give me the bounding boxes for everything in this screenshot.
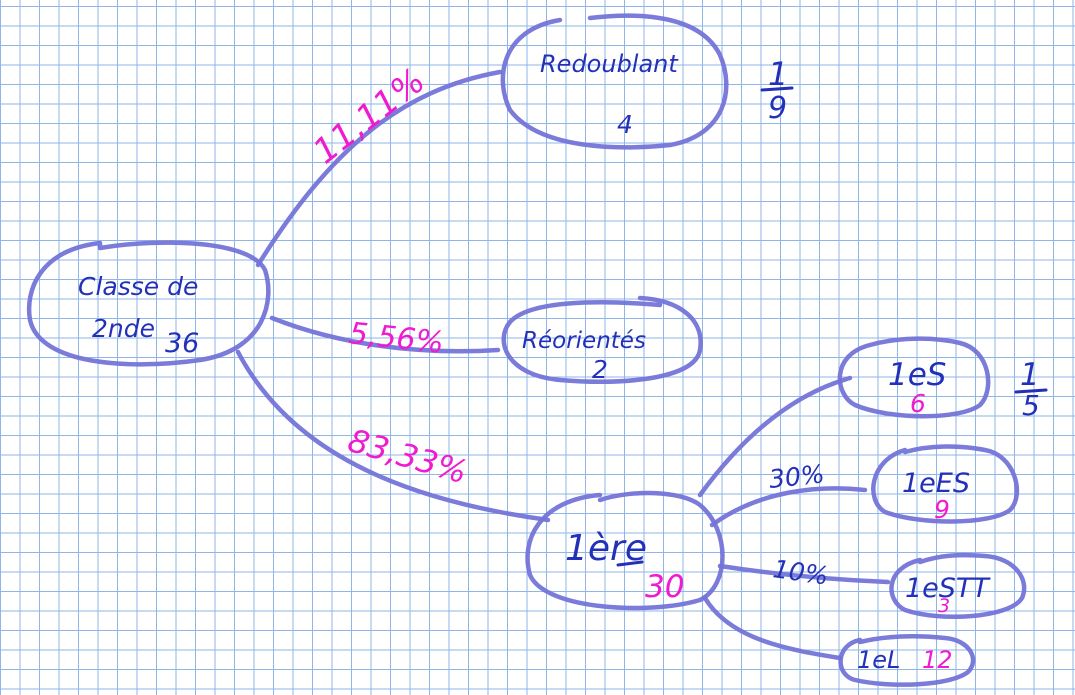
- fraction-s-den: 5: [1022, 389, 1040, 422]
- node-l-label: 1eL: [857, 646, 900, 674]
- node-premiere: 1ère 30: [565, 528, 684, 605]
- edge-premiere-pct: 83,33%: [344, 421, 472, 491]
- node-classe-line1: Classe de: [78, 272, 198, 301]
- edge-reorientes-pct: 5,56%: [347, 316, 445, 361]
- node-classe: Classe de 2nde 36: [78, 272, 199, 359]
- branch-premiere: [235, 349, 551, 523]
- node-stt-outline: [889, 552, 1027, 619]
- node-premiere-outline: [525, 490, 725, 611]
- node-es: 1eES 9: [902, 468, 970, 524]
- node-reorientes-outline: [501, 295, 703, 384]
- fraction-s: 1 5: [1014, 357, 1048, 422]
- branch-s: [697, 375, 853, 498]
- node-redoublant-outline: [500, 13, 729, 150]
- node-reorientes: Réorientés 2: [522, 328, 646, 384]
- fraction-redoublant: 1 9: [760, 55, 794, 126]
- node-redoublant-label: Redoublant: [540, 50, 679, 78]
- node-es-label: 1eES: [902, 468, 970, 499]
- node-premiere-count: 30: [645, 569, 684, 605]
- branch-es: [709, 486, 868, 528]
- node-l-count: 12: [922, 646, 953, 674]
- node-classe-count: 36: [165, 328, 199, 359]
- fraction-redoublant-num: 1: [768, 55, 788, 93]
- branch-redoublant: [255, 69, 503, 268]
- node-outlines: [26, 13, 1027, 687]
- branches: [235, 69, 891, 661]
- node-reorientes-label: Réorientés: [522, 328, 646, 354]
- branch-l: [702, 595, 843, 661]
- branch-stt: [717, 563, 891, 585]
- node-s-label: 1eS: [888, 357, 946, 393]
- edge-stt-pct: 10%: [771, 554, 830, 590]
- node-l: 1eL 12: [857, 646, 953, 674]
- node-reorientes-count: 2: [592, 355, 608, 384]
- node-s-outline: [837, 336, 991, 419]
- node-s-count: 6: [910, 389, 926, 418]
- node-redoublant: Redoublant 4: [540, 50, 679, 139]
- node-l-outline: [838, 634, 976, 687]
- fraction-redoublant-den: 9: [768, 91, 787, 126]
- edge-es-pct: 30%: [768, 459, 826, 494]
- edge-redoublant-pct: 11,11%: [306, 61, 433, 172]
- node-classe-outline: [26, 240, 271, 367]
- node-stt-label: 1eSTT: [905, 573, 991, 604]
- branch-reorientes: [269, 315, 501, 354]
- node-es-outline: [871, 444, 1020, 524]
- node-stt: 1eSTT 3: [905, 573, 991, 617]
- node-redoublant-count: 4: [617, 110, 633, 139]
- node-es-count: 9: [934, 495, 950, 524]
- node-stt-count: 3: [938, 595, 950, 617]
- fraction-s-num: 1: [1020, 357, 1040, 393]
- node-classe-line2: 2nde: [92, 314, 155, 343]
- node-s: 1eS 6: [888, 357, 946, 418]
